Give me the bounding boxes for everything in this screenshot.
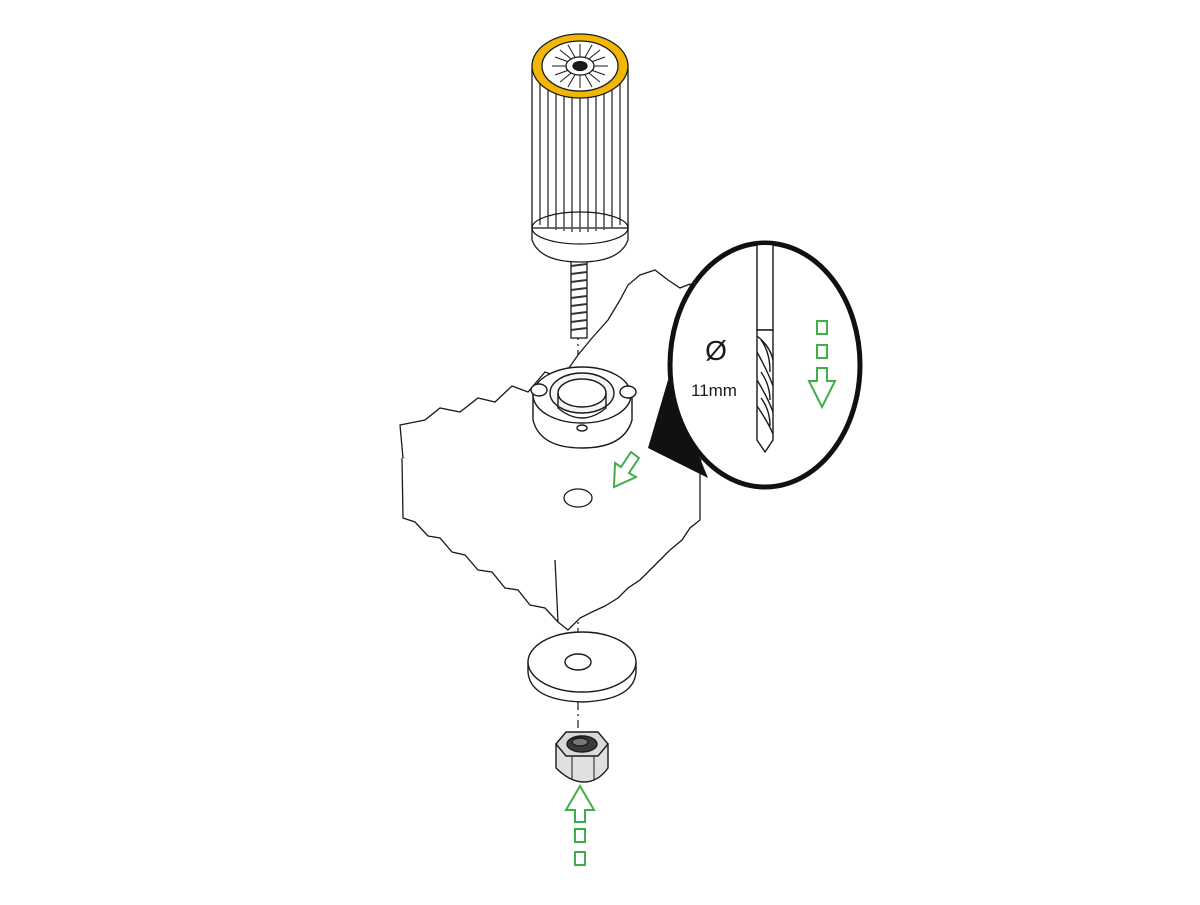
- green-up-arrow-icon: [564, 784, 596, 866]
- drill-hole: [563, 488, 593, 508]
- diameter-symbol: Ø: [705, 335, 727, 366]
- green-diagonal-arrow-icon: [612, 450, 641, 489]
- flange-ring: [530, 366, 637, 449]
- drill-callout: Ø 11mm: [667, 240, 863, 490]
- hex-nut: [555, 731, 609, 783]
- dimension-label: 11mm: [691, 381, 737, 400]
- tool-handle: [531, 33, 629, 339]
- callout-pointer: [648, 380, 708, 478]
- washer: [527, 631, 637, 703]
- drill-bit: [756, 245, 774, 454]
- green-down-arrow-icon: [807, 320, 837, 410]
